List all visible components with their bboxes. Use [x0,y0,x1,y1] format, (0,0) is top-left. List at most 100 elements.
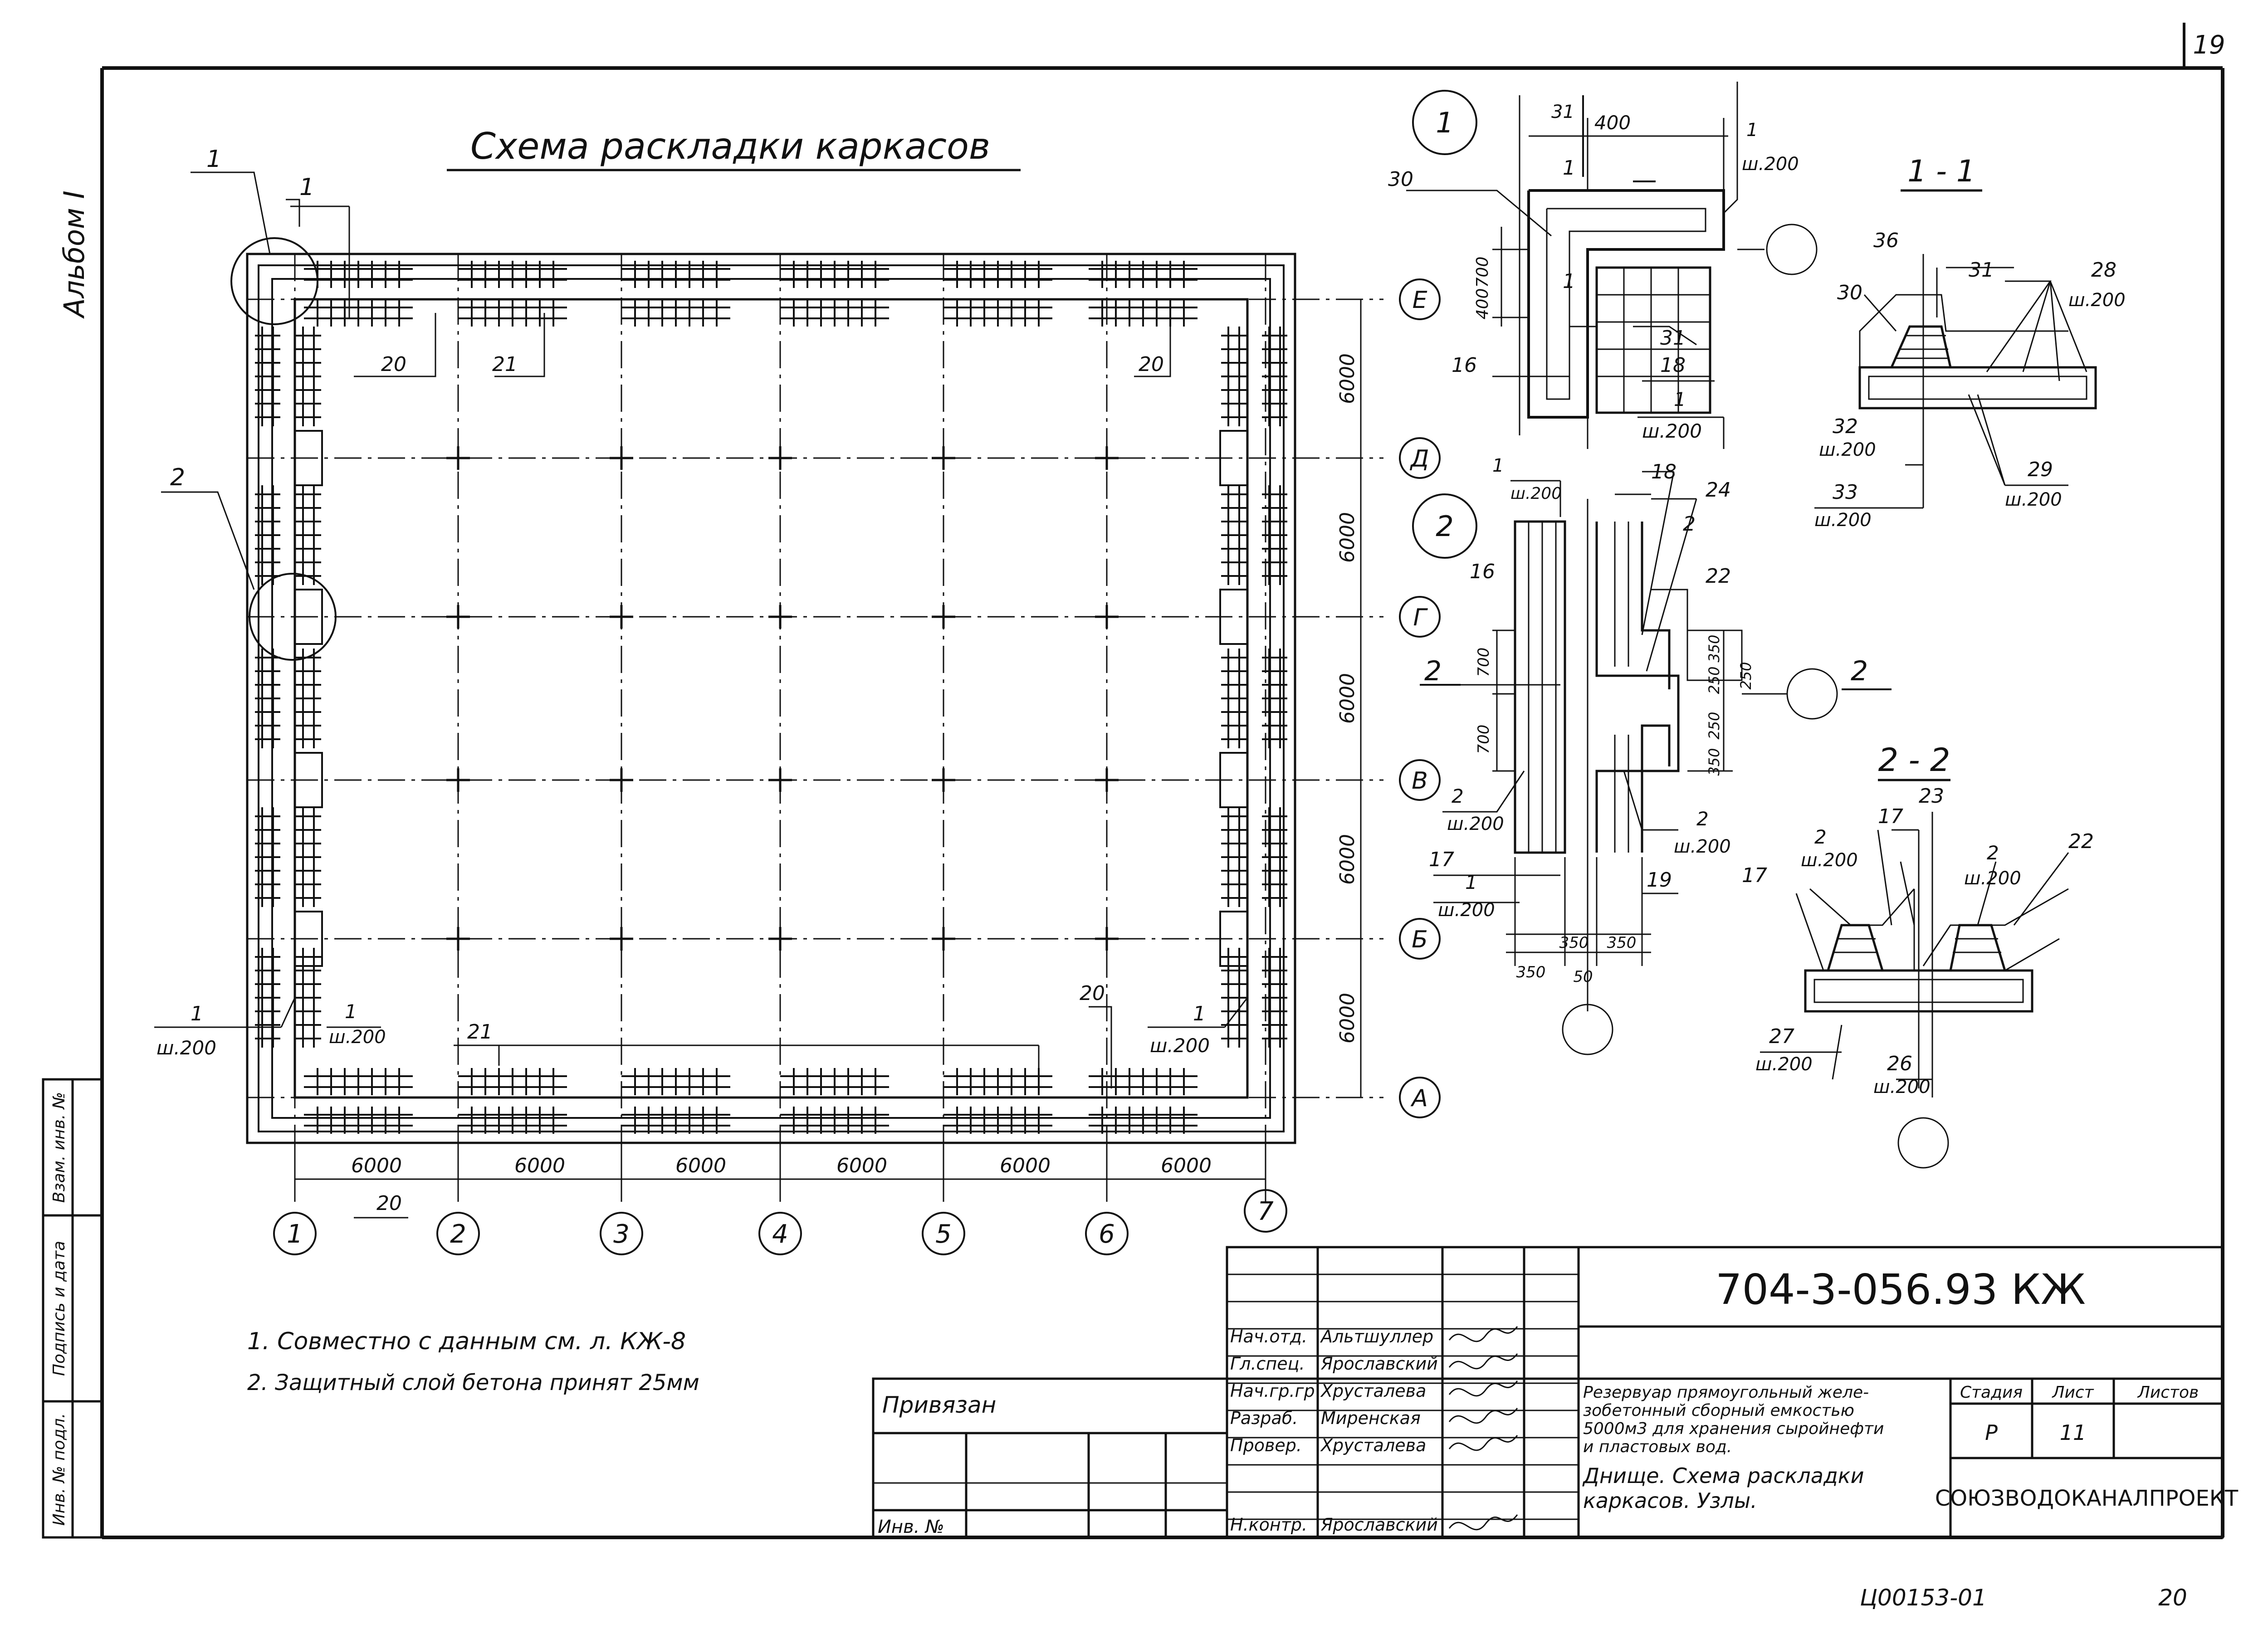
plan-cages [255,261,1287,1134]
cage-left-b-3 [296,807,321,907]
sign-scribble-6 [1448,1514,1518,1531]
axis-bubble-col-4 [758,1212,802,1255]
node1-section-marker: 1 [1563,270,1575,293]
section11-label: 1 - 1 [1907,154,1975,189]
plan-grid [247,254,1383,1179]
callout-f20-top-left: 20 [381,353,406,376]
node2-mark-1-top-sh: ш.200 [1510,484,1562,503]
cage-top-b-3 [780,299,889,327]
node2-mark-1-b-sh: ш.200 [1438,900,1495,921]
node2-mark-2-l: 2 [1452,785,1464,807]
cage-left-a-1 [255,485,280,585]
node2-dim-250b: 250 [1706,712,1723,739]
sheet-value: 11 [2060,1420,2087,1445]
cage-top-b-2 [621,299,730,327]
note-1: 1. Совместно с данным см. л. КЖ-8 [247,1328,686,1355]
wall-pocket-left-2 [295,752,323,808]
cage-top-b-4 [943,299,1052,327]
grid-node-cross [610,927,633,951]
cage-top-b-0 [304,299,413,327]
dim-row-5: 6000 [1336,993,1359,1044]
cage-left-b-2 [296,649,321,748]
grid-node-cross [768,927,792,951]
cage-bottom-b-4 [943,1107,1052,1134]
axis-bubble-row-Е [1399,278,1441,320]
node2-detail-circle [249,573,337,661]
node1-mark-16: 16 [1452,354,1477,377]
axis-bubble-row-Г [1399,596,1441,638]
node2-dim-b350b: 350 [1607,934,1637,952]
axis-label-col-4: 4 [772,1219,788,1249]
axis-bubble-col-1 [273,1212,317,1255]
axis-label-col-3: 3 [613,1219,630,1249]
wall-pocket-right-0 [1219,430,1247,486]
axis-label-col-2: 2 [450,1219,466,1249]
callout-f21-top: 21 [492,353,518,376]
node1-mark-1-bottom-sh: ш.200 [1642,420,1702,442]
cage-top-b-1 [458,299,567,327]
grid-node-cross [446,446,470,470]
cage-right-b-1 [1262,485,1287,585]
node1-dim-400-side: 400 [1473,288,1492,320]
sign-role-6: Н.контр. [1230,1515,1307,1535]
title-block-rows: Нач.отд.АльтшуллерГл.спец.ЯрославскийНач… [1227,1273,1579,1535]
grid-node-cross [1095,927,1119,951]
node2-dim-350b: 350 [1706,748,1723,776]
callout-f20-bottom: 20 [1080,982,1105,1005]
axis-bubble-row-А [1399,1077,1441,1118]
callout-f1-inner-sh: ш.200 [329,1027,386,1048]
project-line-3: 5000м3 для хранения сыройнефти [1583,1419,1884,1438]
cage-bottom-a-4 [943,1068,1052,1095]
node1-mark-30: 30 [1388,168,1413,191]
stamp-signature-date: Подпись и дата [50,1241,68,1376]
callout-f1-left: 1 [191,1002,203,1025]
node1-label: 1 [1436,106,1453,139]
dim-col-5: 6000 [1000,1154,1051,1177]
binding-inv: Инв. № [878,1517,944,1537]
axis-bubble-row-Б [1399,918,1441,960]
stamp-inv-podl: Инв. № подл. [50,1413,68,1526]
sign-role-3: Разраб. [1230,1408,1298,1428]
section22-label: 2 - 2 [1878,741,1950,779]
section11-mark-29-sh: ш.200 [2005,489,2062,510]
grid-node-cross [1095,446,1119,470]
sheet-header: Лист [2051,1383,2094,1402]
node1-dim-700: 700 [1473,257,1492,288]
sign-scribble-2 [1448,1380,1518,1397]
cage-right-b-2 [1262,649,1287,748]
node2-mark-19: 19 [1647,868,1672,892]
section22-mark-17-top: 17 [1878,805,1903,828]
dim-row-4: 6000 [1336,834,1359,885]
sign-scribble-0 [1448,1326,1518,1342]
sign-scribble-1 [1448,1353,1518,1370]
project-line-1: Резервуар прямоугольный желе- [1583,1383,1869,1402]
axis-bubble-col-6 [1085,1212,1129,1255]
section22-mark-2-l: 2 [1814,826,1827,848]
grid-node-cross [610,446,633,470]
sheet-number: 19 [2193,30,2225,60]
section11-mark-36: 36 [1873,229,1899,252]
node1-mark-18: 18 [1660,354,1686,377]
cage-bottom-b-5 [1089,1107,1198,1134]
sign-name-4: Хрусталева [1320,1435,1426,1455]
node2-mark-22: 22 [1706,565,1731,588]
node2-dim-700b: 700 [1475,725,1493,754]
project-line-2: зобетонный сборный емкостью [1583,1401,1854,1420]
node2-dim-700a: 700 [1475,648,1493,677]
cage-bottom-b-3 [780,1107,889,1134]
sign-role-0: Нач.отд. [1230,1327,1307,1346]
cage-bottom-b-0 [304,1107,413,1134]
dim-col-6: 6000 [1161,1154,1212,1177]
cage-right-a-1 [1221,485,1246,585]
sheets-header: Листов [2137,1383,2199,1402]
grid-node-cross [768,605,792,629]
stamp-vzam-inv: Взам. инв. № [50,1092,68,1203]
node2-label: 2 [1436,510,1453,543]
stage-header: Стадия [1960,1383,2023,1402]
axis-label-col-1: 1 [287,1219,303,1249]
callout-f20-top-right: 20 [1139,353,1164,376]
axis-bubble-row-В [1399,759,1441,801]
cage-left-b-1 [296,485,321,585]
sign-role-4: Провер. [1230,1435,1302,1455]
grid-node-cross [932,927,955,951]
